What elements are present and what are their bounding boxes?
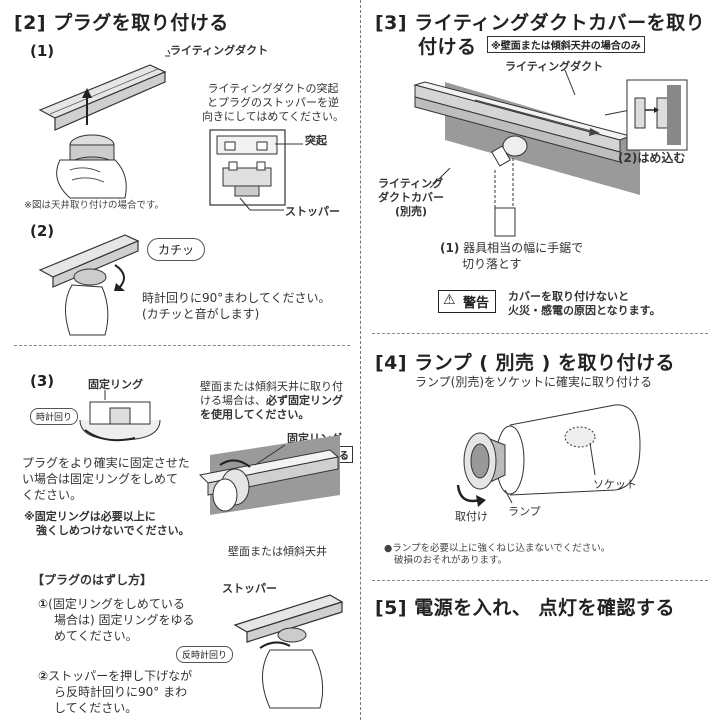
desc-line: プラグをより確実に固定させた [22, 456, 190, 470]
warning-text: カバーを取り付けないと 火災・感電の原因となります。 [508, 290, 661, 318]
cover-label-line: (別売) [394, 205, 428, 218]
warn-line: カバーを取り付けないと [508, 290, 629, 303]
illustration-remove-plug [233, 594, 344, 709]
step-line: 切り落とす [462, 257, 522, 271]
step-2-1-number: (1) [30, 42, 55, 60]
step-2-3-description: プラグをより確実に固定させた い場合は固定リングをしめて ください。 [22, 455, 190, 503]
section-2-title: [2] プラグを取り付ける [14, 12, 229, 34]
section-4-subtitle: ランプ(別売)をソケットに確実に取り付ける [415, 375, 653, 389]
desc-line: とプラグのストッパーを逆 [207, 96, 339, 109]
label-fit-in: (2)はめ込む [618, 151, 686, 165]
step-line: (固定リングをしめている [48, 597, 185, 611]
step-line: 器具相当の幅に手鋸で [463, 241, 584, 255]
removal-step-2-number: ② [38, 669, 49, 683]
removal-title: 【プラグのはずし方】 [32, 573, 153, 587]
cover-label-line: ライティング [378, 177, 444, 190]
label-install: 取付け [455, 510, 488, 523]
step-line: してください。 [54, 701, 138, 715]
note-line: ●ランプを必要以上に強くねじ込まないでください。 [384, 543, 611, 554]
separator [372, 580, 708, 581]
step-line: ら反時計回りに90° まわ [54, 685, 188, 699]
warn-line: 火災・感電の原因となります。 [508, 304, 661, 317]
cover-label-line: ダクトカバー [378, 191, 444, 204]
desc-line: 時計回りに90°まわしてください。 [142, 291, 331, 305]
caption-wall: 壁面または傾斜天井 [228, 545, 327, 558]
section-3-title-line-1: [3] ライティングダクトカバーを取り [375, 12, 706, 34]
illustration-lamp-socket [456, 404, 641, 507]
illustration-ring-detail [79, 390, 161, 442]
desc-line: い場合は固定リングをしめて [22, 472, 179, 486]
warning-triangle-icon: ⚠ [443, 292, 456, 308]
sound-bubble: カチッ [147, 238, 206, 261]
separator [14, 345, 350, 346]
warning-badge-text: 警告 [463, 296, 490, 311]
illustration-duct-cover [413, 69, 688, 237]
label-lighting-duct: ライティングダクト [170, 44, 269, 57]
removal-step-1-number: ① [38, 597, 49, 611]
desc-line: ける場合は、 [200, 394, 266, 407]
desc-line: ライティングダクトの突起 [207, 82, 339, 95]
label-stopper-2: ストッパー [222, 582, 277, 595]
removal-step-2: ②ストッパーを押し下げなが ら反時計回りに90° まわ してください。 [38, 668, 192, 716]
warning-badge: ⚠ 警告 [438, 290, 497, 313]
label-clockwise: 時計回り [30, 408, 79, 425]
warn-line: 強くしめつけないでください。 [36, 524, 190, 537]
desc-line: を使用してください。 [200, 408, 310, 421]
illustration-wall-mount [198, 435, 340, 515]
label-fixing-ring: 固定リング [88, 378, 143, 391]
label-lamp: ランプ [508, 505, 541, 518]
section-3-note: ※壁面または傾斜天井の場合のみ [487, 36, 645, 53]
column-divider [360, 0, 361, 720]
step-2-2-number: (2) [30, 222, 55, 240]
step-line: めてください。 [54, 629, 138, 643]
warning-ring: ※固定リングは必要以上に 強くしめつけないでください。 [24, 510, 190, 538]
section-3-title-line-2: 付ける [418, 36, 477, 58]
illustration-stopper-detail [209, 129, 286, 206]
step-2-1-description: ライティングダクトの突起 とプラグのストッパーを逆 向きにしてはめてください。 [198, 82, 348, 124]
section-4-note: ●ランプを必要以上に強くねじ込まないでください。 破損のおそれがあります。 [384, 543, 610, 567]
leader-protrusion [275, 143, 303, 145]
label-lighting-duct-2: ライティングダクト [505, 60, 604, 73]
label-stopper: ストッパー [285, 205, 340, 218]
label-duct-cover: ライティング ダクトカバー (別売) [378, 177, 444, 219]
removal-step-1: ①(固定リングをしめている 場合は) 固定リングをゆる めてください。 [38, 596, 195, 644]
warn-line: ※固定リングは必要以上に [24, 510, 156, 523]
section-5-title: [5] 電源を入れ、 点灯を確認する [375, 597, 676, 619]
step-2-3-number: (3) [30, 372, 55, 390]
section-3-step-1: (1) 器具相当の幅に手鋸で 切り落とす [440, 240, 583, 272]
illustration-turn-plug [38, 234, 140, 336]
separator [372, 333, 708, 334]
note-line: 破損のおそれがあります。 [394, 555, 508, 566]
desc-line: ください。 [22, 488, 83, 502]
desc-bold: 必ず固定リング [266, 394, 343, 407]
label-socket: ソケット [593, 478, 637, 491]
desc-line: (カチッと音がします) [142, 307, 260, 321]
step-line: 場合は) 固定リングをゆる [54, 613, 195, 627]
note-ceiling: ※図は天井取り付けの場合です。 [24, 200, 165, 211]
desc-line: 向きにしてはめてください。 [201, 110, 345, 123]
illustration-duct-ceiling [38, 49, 171, 199]
step-2-3-right-description: 壁面または傾斜天井に取り付 ける場合は、必ず固定リング を使用してください。 [200, 380, 355, 422]
section-3-step-1-number: (1) [440, 241, 460, 255]
step-2-2-description: 時計回りに90°まわしてください。 (カチッと音がします) [142, 290, 331, 322]
leader-stopper [239, 197, 284, 211]
desc-line: 壁面または傾斜天井に取り付 [200, 380, 343, 393]
step-line: ストッパーを押し下げなが [48, 669, 193, 683]
label-protrusion: 突起 [305, 134, 327, 147]
section-4-title: [4] ランプ ( 別売 ) を取り付ける [375, 352, 675, 374]
label-counterclockwise: 反時計回り [176, 646, 234, 663]
